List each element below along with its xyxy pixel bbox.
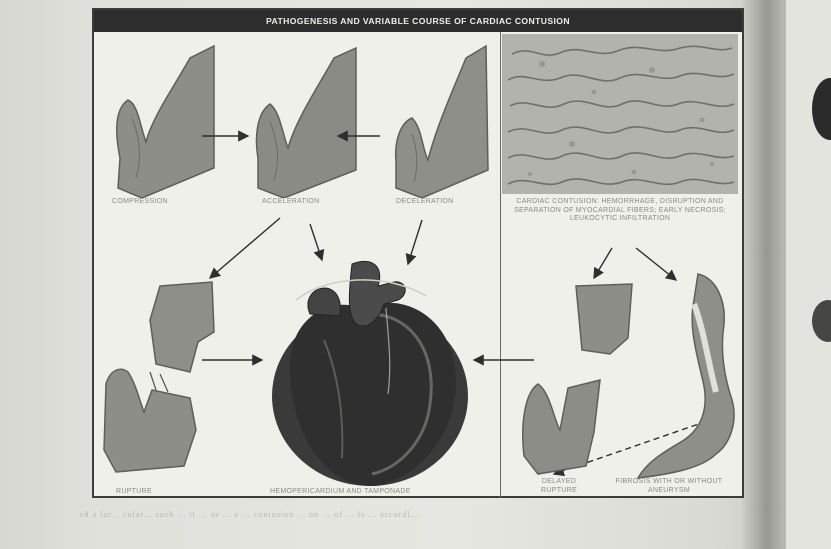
page-footer-text: ed a lar... cular... such ... it ... as … (80, 510, 740, 540)
caption-fibrosis: FIBROSIS WITH OR WITHOUT ANEURYSM (610, 478, 728, 495)
caption-delayed-rupture: DELAYED RUPTURE (524, 478, 594, 495)
heart-illustration (266, 254, 476, 494)
caption-rupture: RUPTURE (116, 488, 152, 495)
facing-page (786, 0, 831, 549)
ventricle-wall-rupture (100, 280, 230, 476)
facing-page-figure-bottom (812, 300, 831, 342)
book-gutter (742, 0, 786, 549)
ventricle-wall-delayed-rupture (514, 280, 634, 476)
caption-hemopericardium: HEMOPERICARDIUM AND TAMPONADE (270, 488, 411, 495)
illustration-plate: PATHOGENESIS AND VARIABLE COURSE OF CARD… (92, 8, 744, 498)
ventricle-wall-fibrosis (632, 272, 742, 482)
facing-page-figure-top (812, 78, 831, 140)
